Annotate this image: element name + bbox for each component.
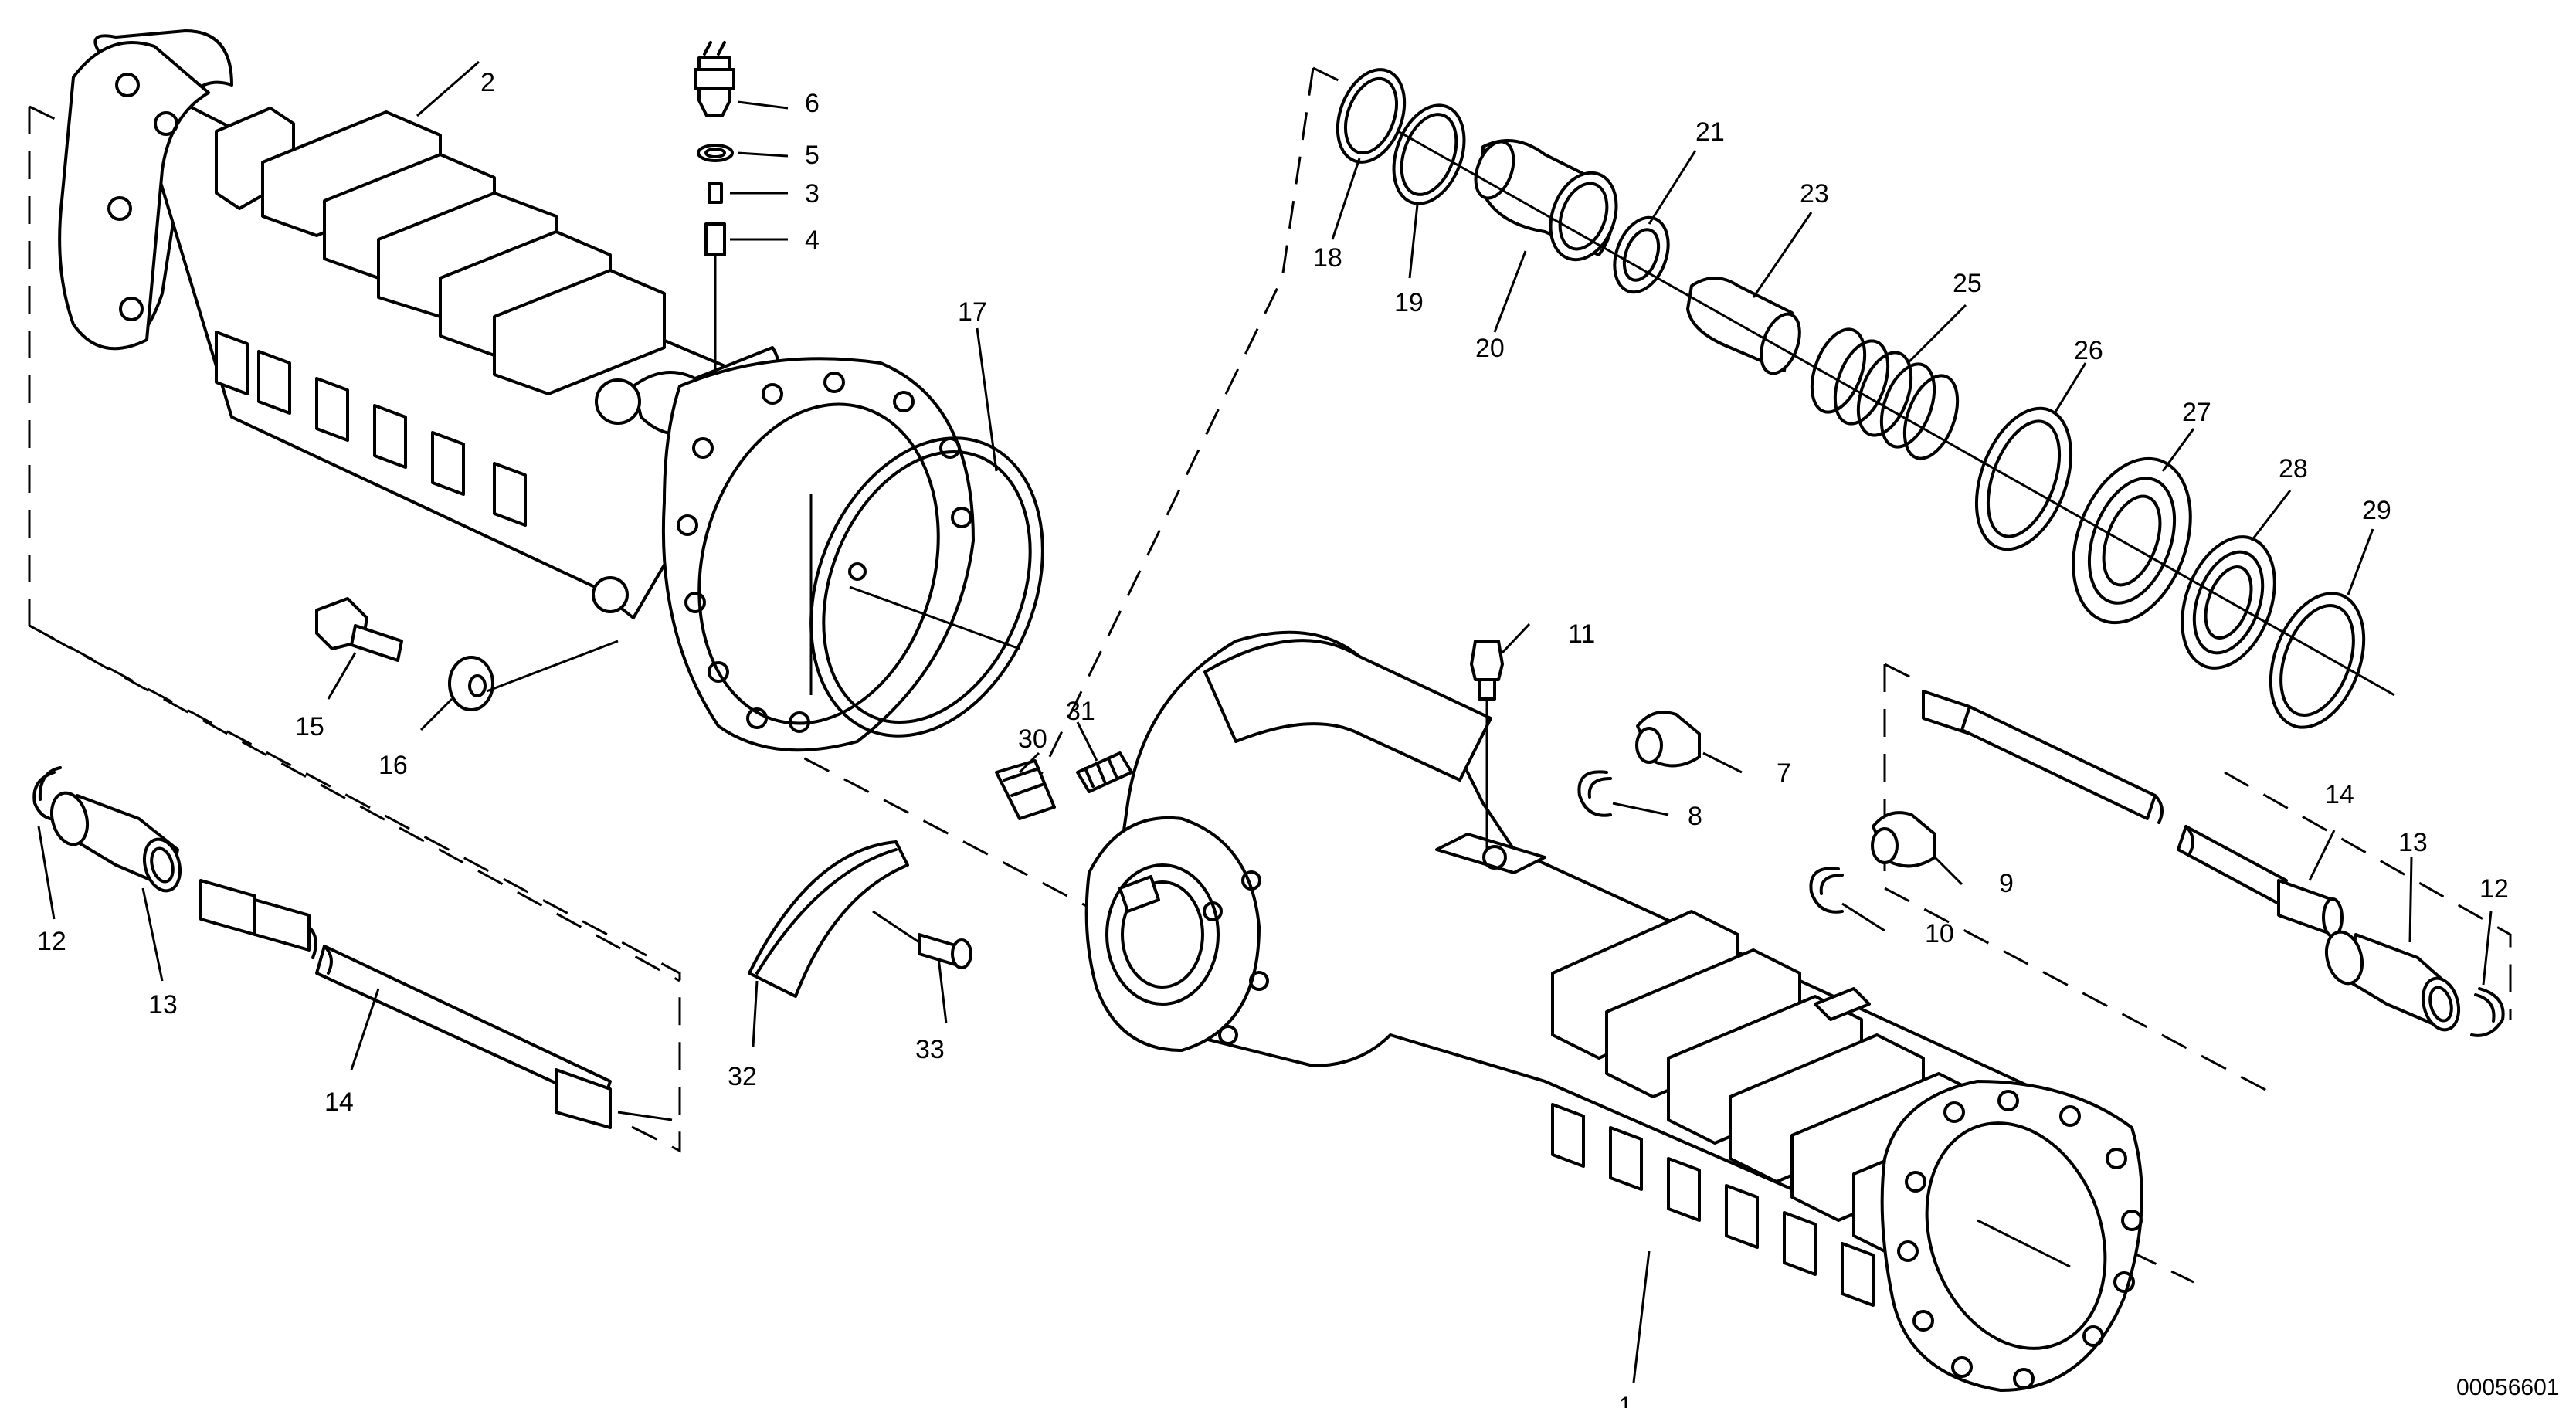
callout-12-right: 12 xyxy=(2479,874,2509,904)
callout-10: 10 xyxy=(1925,919,1954,948)
callout-labels: 2 6 5 3 4 17 15 16 12 13 14 30 31 32 33 … xyxy=(37,68,2559,1408)
callout-2: 2 xyxy=(480,68,495,97)
sensor-assembly xyxy=(694,41,735,375)
callout-7: 7 xyxy=(1777,758,1791,788)
spring-31 xyxy=(1076,751,1133,793)
callout-27: 27 xyxy=(2182,398,2211,427)
callout-9: 9 xyxy=(1999,869,2014,898)
callout-12-left: 12 xyxy=(37,927,66,956)
snap-ring-12-right xyxy=(2470,987,2505,1037)
sleeve-20 xyxy=(1474,139,1618,262)
callout-18: 18 xyxy=(1313,243,1342,273)
seal-26 xyxy=(1974,406,2073,551)
callout-8: 8 xyxy=(1688,802,1702,831)
brake-shoe-32 xyxy=(748,840,909,998)
seal-29 xyxy=(2269,592,2366,729)
washer-16 xyxy=(448,640,619,711)
callout-26: 26 xyxy=(2074,336,2103,365)
plug-9 xyxy=(1871,811,1936,868)
callout-19: 19 xyxy=(1394,288,1424,317)
needle-bearing-21 xyxy=(1613,215,1670,294)
callout-17: 17 xyxy=(958,297,987,327)
bushing-13-right xyxy=(2324,930,2461,1032)
callout-28: 28 xyxy=(2279,454,2308,483)
callout-16: 16 xyxy=(378,751,408,780)
seal-ring-10 xyxy=(1809,867,1844,914)
bushing-13-left xyxy=(49,791,182,893)
o-ring-17 xyxy=(809,436,1044,738)
callout-29: 29 xyxy=(2362,496,2391,525)
brake-pad-30 xyxy=(995,759,1056,820)
callout-25: 25 xyxy=(1953,269,1982,298)
callout-31: 31 xyxy=(1066,697,1095,726)
axle-housing-left xyxy=(58,29,975,752)
leader-lines xyxy=(37,60,2493,1383)
drawing-reference-number: 00056601 xyxy=(2456,1375,2559,1400)
callout-6: 6 xyxy=(805,89,820,118)
screw-33 xyxy=(872,910,972,969)
callout-13-right: 13 xyxy=(2398,828,2428,857)
part-axis-line xyxy=(1397,130,2395,697)
callout-21: 21 xyxy=(1695,117,1725,147)
callout-14-left: 14 xyxy=(324,1087,354,1117)
callout-4: 4 xyxy=(805,226,820,255)
drive-shaft-14-right xyxy=(1922,690,2344,938)
callout-30: 30 xyxy=(1018,724,1047,754)
axle-housing-right xyxy=(1084,630,2143,1392)
callout-13-left: 13 xyxy=(148,990,178,1020)
plug-7 xyxy=(1635,711,1701,768)
bolt-15 xyxy=(315,597,403,662)
drive-shaft-14-left xyxy=(199,879,673,1129)
callout-14-right: 14 xyxy=(2325,780,2354,809)
callout-3: 3 xyxy=(805,179,820,209)
callout-11: 11 xyxy=(1568,619,1595,649)
callout-15: 15 xyxy=(295,712,324,741)
seal-ring-8 xyxy=(1577,770,1612,817)
assembly-dashed-lines xyxy=(28,66,2512,1284)
callout-5: 5 xyxy=(805,141,820,170)
callout-20: 20 xyxy=(1475,334,1505,363)
callout-32: 32 xyxy=(728,1062,757,1091)
callout-23: 23 xyxy=(1800,179,1829,209)
callout-33: 33 xyxy=(915,1035,945,1064)
breather-11 xyxy=(1470,640,1504,850)
spring-25 xyxy=(1810,327,1960,460)
ring-18 xyxy=(1336,68,1407,164)
callout-1: 1 xyxy=(1618,1392,1633,1408)
